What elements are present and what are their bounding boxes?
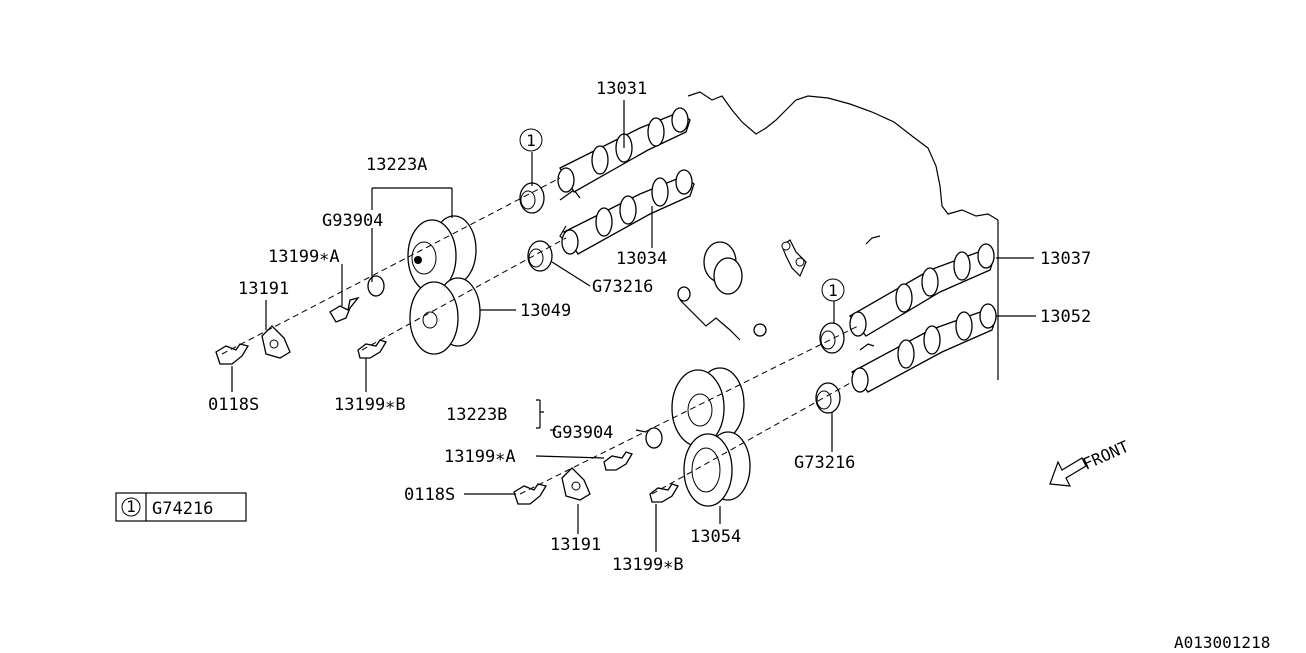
label-13199b-top: 13199∗B bbox=[334, 395, 406, 415]
circle-marker-top: 1 bbox=[519, 128, 543, 152]
label-13199a-bottom: 13199∗A bbox=[444, 447, 516, 467]
camshaft-13034 bbox=[561, 169, 695, 255]
small-parts bbox=[677, 239, 807, 337]
cam-sprocket-13049 bbox=[409, 277, 481, 355]
label-0118s-bottom: 0118S bbox=[404, 485, 455, 505]
oil-seal-upper-2 bbox=[527, 240, 553, 272]
bolt-13199b-top bbox=[357, 339, 387, 359]
circle-marker-bottom: 1 bbox=[821, 278, 845, 302]
label-g73216-top: G73216 bbox=[592, 277, 653, 297]
label-13199b-bottom: 13199∗B bbox=[612, 555, 684, 575]
legend-part: G74216 bbox=[152, 499, 213, 519]
label-g93904-bottom: G93904 bbox=[552, 423, 613, 443]
bolt-13199a-bottom bbox=[603, 451, 633, 471]
front-label: FRONT bbox=[1080, 437, 1132, 474]
circle-marker-bottom-text: 1 bbox=[828, 281, 838, 300]
circle-marker-top-text: 1 bbox=[526, 131, 536, 150]
label-13223b: 13223B bbox=[446, 405, 507, 425]
label-13199a-top: 13199∗A bbox=[268, 247, 340, 267]
plate-13191-bottom bbox=[561, 467, 591, 501]
legend-marker: 1 bbox=[126, 497, 136, 516]
label-13037: 13037 bbox=[1040, 249, 1091, 269]
oil-seal-lower-1 bbox=[819, 322, 845, 354]
oil-seal-upper-1 bbox=[519, 182, 545, 214]
label-13054: 13054 bbox=[690, 527, 741, 547]
label-13052: 13052 bbox=[1040, 307, 1091, 327]
reference-code: A013001218 bbox=[1174, 633, 1270, 652]
label-13031: 13031 bbox=[596, 79, 647, 99]
label-13049: 13049 bbox=[520, 301, 571, 321]
bolt-0118s-top bbox=[215, 343, 250, 365]
cam-sprocket-13054 bbox=[683, 431, 751, 507]
cam-sprocket-13223b bbox=[671, 367, 745, 447]
camshaft-13037 bbox=[849, 243, 995, 337]
label-13191-top: 13191 bbox=[238, 279, 289, 299]
plate-13191-top bbox=[261, 325, 291, 359]
camshaft-13031 bbox=[557, 107, 691, 193]
cylinder-head-outline bbox=[559, 91, 999, 380]
label-13034: 13034 bbox=[616, 249, 667, 269]
label-g93904-top: G93904 bbox=[322, 211, 383, 231]
front-arrow: FRONT bbox=[1049, 437, 1132, 487]
o-ring-g93904-top bbox=[367, 275, 385, 297]
camshaft-13052 bbox=[851, 303, 997, 393]
legend-box: 1 G74216 bbox=[115, 492, 247, 522]
oil-seal-lower-2 bbox=[815, 382, 841, 414]
assembly-lines bbox=[221, 177, 859, 495]
bolt-13199a-top bbox=[329, 296, 360, 323]
label-13191-bottom: 13191 bbox=[550, 535, 601, 555]
o-ring-g93904-bottom bbox=[645, 427, 663, 449]
label-13223a: 13223A bbox=[366, 155, 427, 175]
label-0118s-top: 0118S bbox=[208, 395, 259, 415]
cam-sprocket-13223a bbox=[407, 215, 477, 293]
label-g73216-bottom: G73216 bbox=[794, 453, 855, 473]
bolt-0118s-bottom bbox=[513, 483, 548, 505]
leader-lines bbox=[231, 100, 1036, 552]
